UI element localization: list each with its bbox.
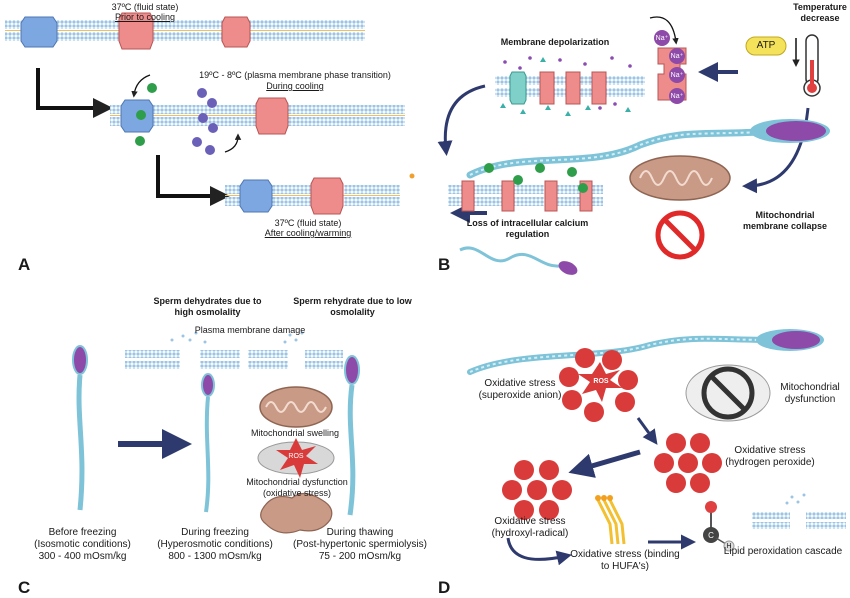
- c-during-value: 800 - 1300 mOsm/kg: [168, 551, 262, 562]
- b-temperature: Temperature decrease: [793, 2, 847, 23]
- c-before-cond: (Isosmotic conditions): [34, 539, 131, 550]
- panel-a-graphics: [5, 12, 415, 215]
- superoxide-cluster: [559, 348, 638, 422]
- c-rehydrate: Sperm rehydrate due to low osmolality: [293, 296, 412, 317]
- c-dehydrate: Sperm dehydrates due to high osmolality: [153, 296, 262, 317]
- sperm-b-large: [466, 119, 830, 179]
- membrane-after-cooling: [225, 173, 415, 215]
- d-carbon: C: [708, 531, 714, 540]
- b-na-4: Na⁺: [670, 93, 684, 100]
- sperm-c-before: [72, 345, 88, 511]
- peroxide-cluster: [654, 433, 722, 493]
- a-stage3-title: After cooling/warming: [264, 228, 352, 238]
- d-mito-dys: Mitochondrial dysfunction: [780, 382, 840, 405]
- membrane-prior-cooling: [5, 12, 365, 50]
- membrane-damage-2: [248, 331, 343, 369]
- membrane-during-cooling: [110, 74, 405, 155]
- sperm-b-small: [459, 246, 578, 275]
- na-ions: [654, 30, 685, 104]
- d-lipid: Lipid peroxidation cascade: [723, 546, 843, 557]
- c-before-title: Before freezing: [48, 527, 117, 538]
- c-during-title: During freezing: [181, 527, 249, 538]
- panel-label-c: C: [18, 578, 31, 597]
- panel-d-graphics: [467, 329, 846, 566]
- a-stage1-title: Prior to cooling: [114, 12, 176, 22]
- c-ros: ROS: [288, 453, 304, 460]
- panel-label-b: B: [438, 255, 451, 274]
- panel-label-d: D: [438, 578, 451, 597]
- a-stage3-temp: 37ºC (fluid state): [274, 218, 342, 228]
- c-thawing-title: During thawing: [326, 527, 394, 538]
- panel-label-a: A: [18, 255, 31, 274]
- b-mito-collapse: Mitochondrial membrane collapse: [742, 210, 828, 231]
- membrane-damage-d: [752, 493, 846, 529]
- sperm-c-during: [201, 373, 215, 513]
- sperm-d: [467, 329, 824, 375]
- b-atp: ATP: [756, 40, 776, 51]
- hufa-chains: [595, 495, 626, 545]
- a-stage2-temp: 19ºC - 8ºC (plasma membrane phase transi…: [199, 70, 391, 80]
- c-dysfunction: Mitochondrial dysfunction (oxidative str…: [246, 477, 348, 498]
- c-membrane-damage: Plasma membrane damage: [194, 325, 306, 335]
- panel-c-graphics: [72, 331, 360, 534]
- panel-b-graphics: [437, 16, 830, 275]
- arrow-a2: [156, 155, 230, 206]
- sperm-c-thawing: [344, 355, 360, 516]
- a-stage2-title: During cooling: [266, 81, 324, 91]
- c-swelling: Mitochondrial swelling: [250, 428, 340, 438]
- d-ros: ROS: [593, 378, 609, 385]
- c-thawing-cond: (Post-hypertonic spermiolysis): [293, 539, 427, 550]
- c-during-cond: (Hyperosmotic conditions): [157, 539, 273, 550]
- b-na-1: Na⁺: [655, 35, 669, 42]
- c-thawing-value: 75 - 200 mOsm/kg: [318, 551, 402, 562]
- d-h2o2: Oxidative stress (hydrogen peroxide): [725, 445, 815, 468]
- b-na-3: Na⁺: [670, 72, 684, 79]
- d-hydroxyl: Oxidative stress (hydroxyl-radical): [491, 516, 569, 539]
- b-depolarization: Membrane depolarization: [500, 37, 610, 47]
- arrow-a1: [36, 68, 113, 118]
- d-superoxide: Oxidative stress (superoxide anion): [478, 378, 562, 401]
- c-before-value: 300 - 400 mOsm/kg: [38, 551, 127, 562]
- a-stage1-temp: 37ºC (fluid state): [111, 2, 179, 12]
- b-na-2: Na⁺: [670, 53, 684, 60]
- d-hufa: Oxidative stress (binding to HUFA's): [570, 549, 680, 572]
- d-hydrogen: H: [726, 543, 732, 550]
- b-calcium: Loss of intracellular calcium regulation: [466, 218, 589, 239]
- membrane-damage-1: [125, 331, 240, 369]
- hydroxyl-cluster: [502, 460, 572, 520]
